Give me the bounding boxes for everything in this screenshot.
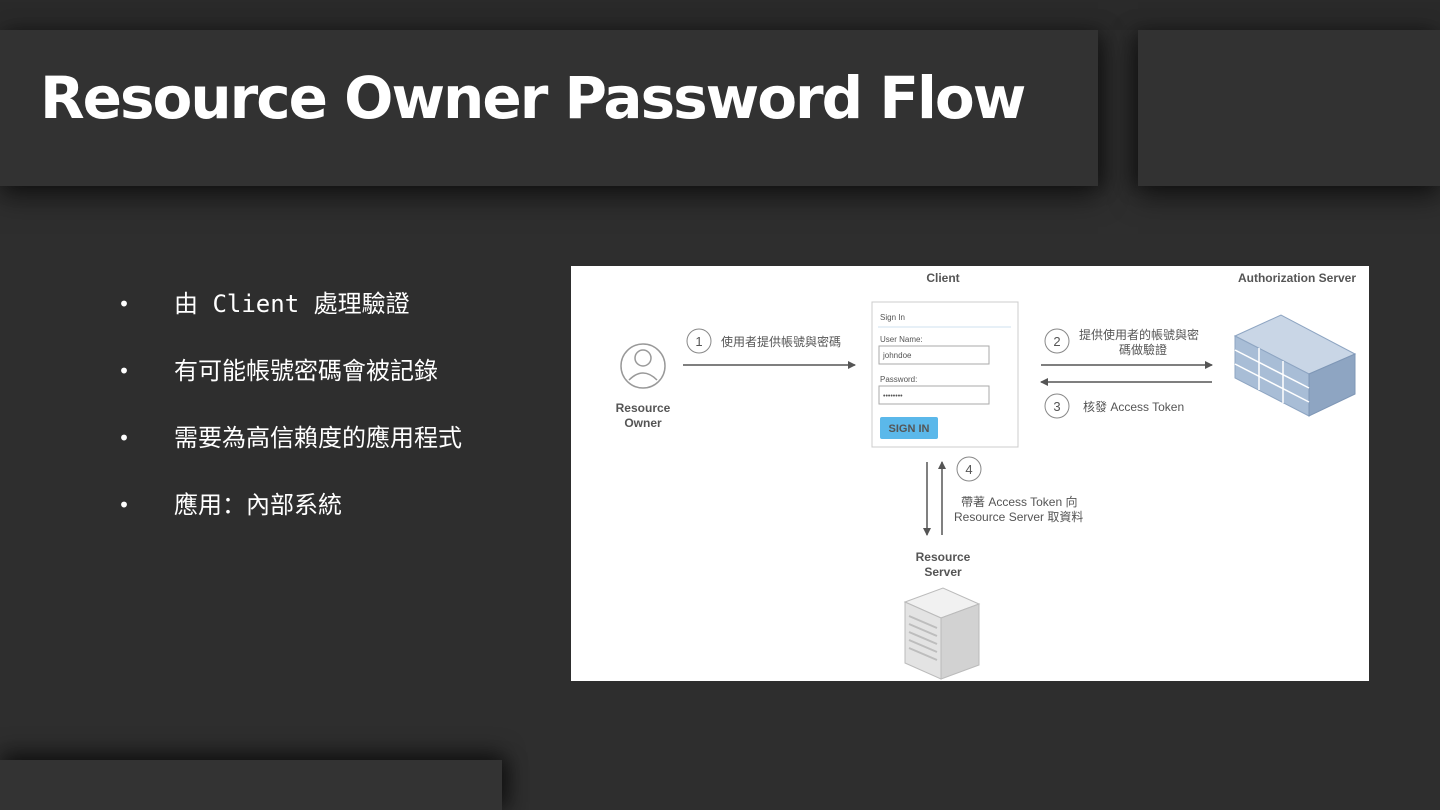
title-panel (0, 30, 1098, 186)
signin-form: Sign In User Name: johndoe Password: •••… (871, 301, 1019, 448)
auth-server-rack-icon (1233, 314, 1357, 417)
signin-heading: Sign In (880, 313, 905, 322)
resource-server-label-line1: Resource (916, 550, 971, 564)
username-label: User Name: (880, 335, 923, 344)
bullet-text: 有可能帳號密碼會被記錄 (174, 357, 438, 385)
bullet-dot-icon: • (118, 493, 131, 517)
step-1-number: 1 (695, 334, 702, 349)
decor-panel-right (1138, 30, 1440, 186)
step-2-circle (1044, 328, 1070, 354)
step-2-text-line1: 提供使用者的帳號與密 (1079, 327, 1199, 342)
signin-button-label: SIGN IN (889, 423, 930, 435)
resource-owner-label-line2: Owner (624, 416, 662, 430)
flow-diagram-svg: Client Authorization Server Resource Own… (616, 271, 1357, 680)
step-3-text: 核發 Access Token (1083, 399, 1184, 414)
username-value: johndoe (882, 351, 912, 360)
step-4-text-line2: Resource Server 取資料 (954, 510, 1083, 524)
step-3-circle (1044, 393, 1070, 419)
bullet-item: • 應用：內部系統 (118, 481, 462, 548)
client-label: Client (926, 271, 959, 285)
bullet-text: 需要為高信賴度的應用程式 (174, 424, 462, 452)
flow-diagram: Client Authorization Server Resource Own… (571, 266, 1369, 681)
step-3-number: 3 (1053, 399, 1060, 414)
bullet-text: 應用：內部系統 (174, 491, 342, 519)
step-1-circle (686, 328, 712, 354)
bullet-dot-icon: • (118, 359, 131, 383)
bullet-text: 由 Client 處理驗證 (174, 290, 410, 318)
decor-panel-bottom (0, 760, 502, 810)
bullet-item: • 由 Client 處理驗證 (118, 280, 462, 347)
resource-owner-label-line1: Resource (616, 401, 671, 415)
user-icon (620, 343, 666, 389)
step-1-text: 使用者提供帳號與密碼 (721, 334, 841, 349)
signin-button (880, 417, 938, 439)
password-label: Password: (880, 375, 917, 384)
step-4-number: 4 (965, 462, 972, 477)
step-4-text-line1: 帶著 Access Token 向 (961, 494, 1078, 509)
password-field (878, 385, 990, 405)
bullet-item: • 有可能帳號密碼會被記錄 (118, 347, 462, 414)
step-2-text-line2: 碼做驗證 (1119, 342, 1167, 357)
step-4-circle (956, 456, 982, 482)
bullet-item: • 需要為高信賴度的應用程式 (118, 414, 462, 481)
password-value: •••••••• (883, 393, 903, 400)
bullet-dot-icon: • (118, 426, 131, 450)
step-2-number: 2 (1053, 334, 1060, 349)
top-strip (0, 0, 1440, 30)
slide-title: Resource Owner Password Flow (40, 64, 1026, 132)
resource-server-tower-icon (903, 587, 981, 680)
auth-server-label: Authorization Server (1238, 271, 1356, 285)
resource-server-label-line2: Server (924, 565, 962, 579)
bullet-list: • 由 Client 處理驗證 • 有可能帳號密碼會被記錄 • 需要為高信賴度的應用程… (118, 280, 462, 548)
username-field (878, 345, 990, 365)
bullet-dot-icon: • (118, 292, 131, 316)
